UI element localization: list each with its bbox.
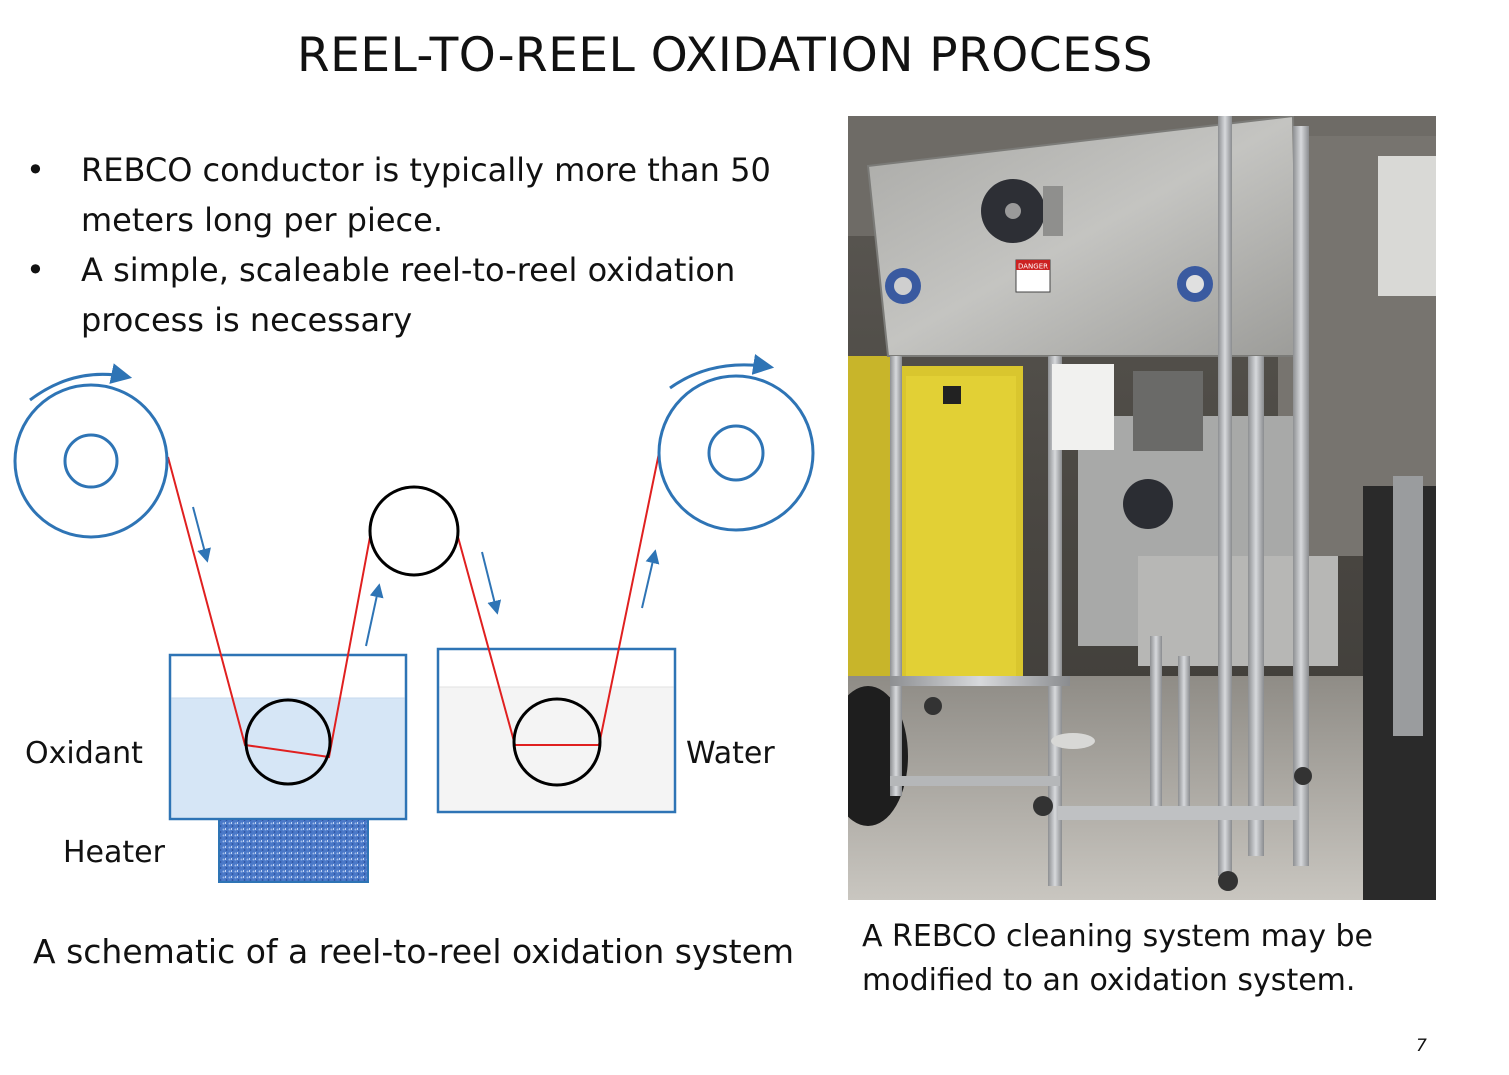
direction-arrow [641,549,660,609]
lab-equipment-photo: DANGER [848,116,1436,900]
supply-reel [13,383,169,539]
bullet-item: • A simple, scaleable reel-to-reel oxidat… [24,245,824,345]
water-roller [512,697,602,787]
schematic-caption: A schematic of a reel-to-reel oxidation … [33,932,795,971]
photo-caption-line: A REBCO cleaning system may be [862,919,1374,954]
oxidation-schematic [13,354,815,883]
direction-arrow [481,551,502,615]
water-tank [436,647,677,814]
top-guide-roller [368,485,460,577]
direction-arrow [365,583,384,647]
bullet-marker: • [26,151,45,189]
heater-label: Heater [63,835,165,870]
water-label: Water [686,736,775,771]
supply-rotation-arrow [29,363,133,402]
bullet-text: REBCO conductor is typically more than 5… [81,151,771,239]
takeup-rotation-arrow [669,354,775,390]
slide-title: REEL-TO-REEL OXIDATION PROCESS [297,28,1153,83]
takeup-reel [657,374,815,532]
bullet-marker: • [26,251,45,289]
oxidant-label: Oxidant [25,736,143,771]
danger-sign-text: DANGER [1018,263,1048,271]
photo-caption: A REBCO cleaning system may be modified … [862,915,1462,1003]
page-number: 7 [1416,1036,1427,1056]
heater-block [218,818,369,883]
bullet-item: • REBCO conductor is typically more than … [24,145,824,245]
bullet-list: • REBCO conductor is typically more than … [24,145,824,345]
oxidant-tank [168,653,408,821]
oxidant-roller [244,698,332,786]
direction-arrow [192,506,211,563]
photo-caption-line: modified to an oxidation system. [862,963,1356,998]
bullet-text: A simple, scaleable reel-to-reel oxidati… [81,251,736,339]
